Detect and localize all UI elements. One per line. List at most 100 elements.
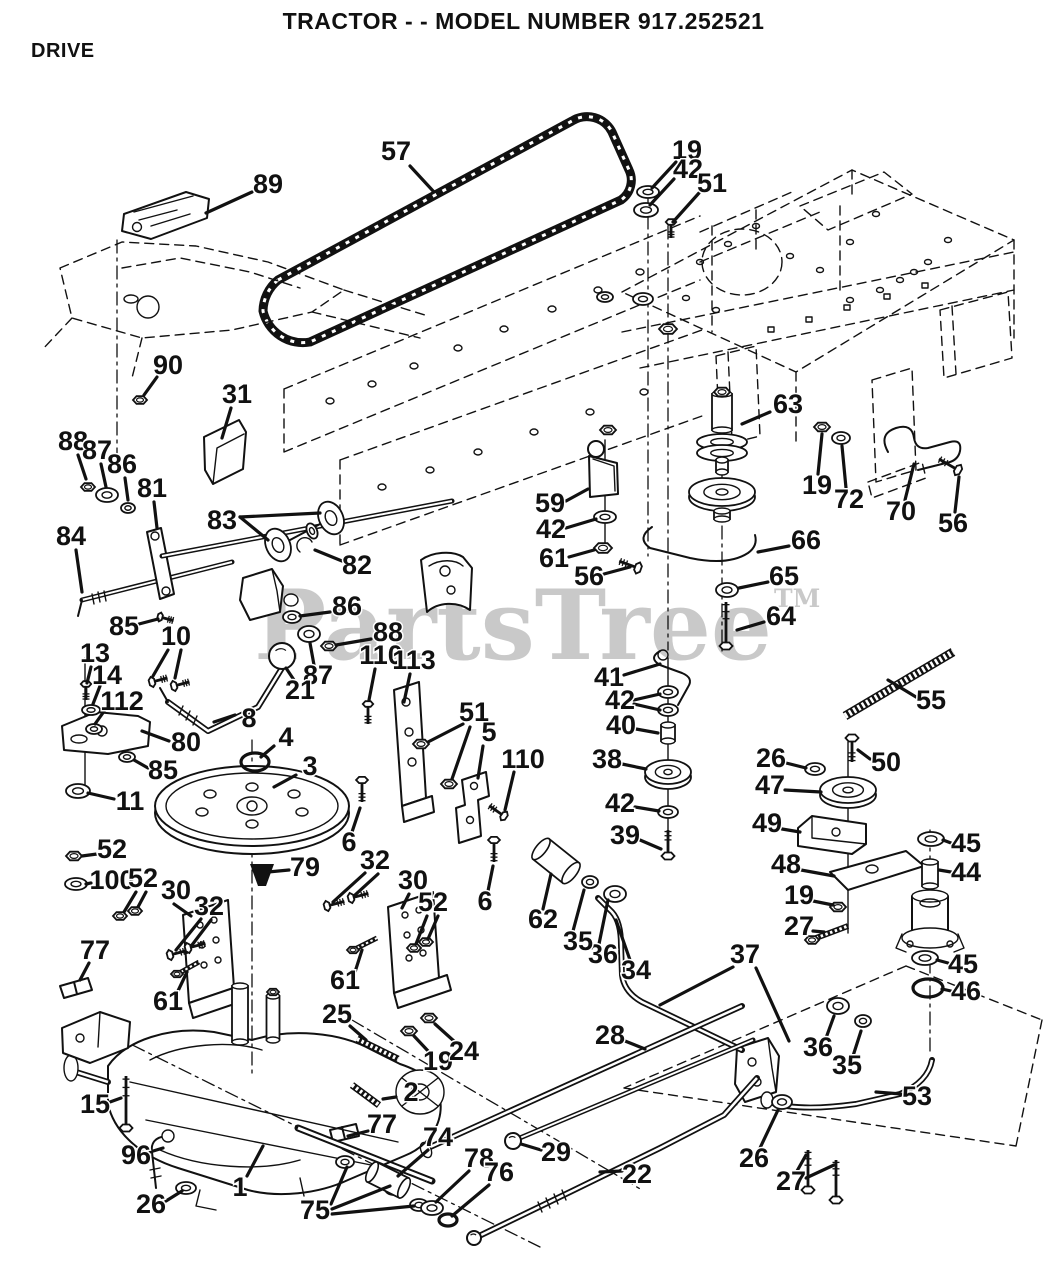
part-bolt-79 (828, 1160, 844, 1205)
callout-48: 48 (771, 849, 801, 879)
callout-85: 85 (148, 755, 178, 785)
callout-83: 83 (207, 505, 237, 535)
part-washer-29 (65, 783, 91, 799)
leader-line-46 (940, 987, 953, 993)
part-nut-37 (411, 738, 431, 750)
part-bolt-89 (346, 890, 369, 905)
callout-31: 31 (222, 379, 252, 409)
leader-line-21 (284, 666, 296, 682)
leader-line-6 (350, 806, 362, 834)
leader-line-5 (476, 744, 485, 780)
part-bolt-33 (169, 678, 191, 693)
callout-30: 30 (161, 875, 191, 905)
callout-59: 59 (535, 488, 565, 518)
leader-line-42 (564, 517, 598, 530)
leader-line-66 (756, 544, 791, 554)
part-nut-90 (111, 911, 129, 921)
leader-line-51 (671, 191, 701, 224)
callout-51: 51 (697, 168, 727, 198)
part-pulley-67 (644, 759, 692, 790)
callout-63: 63 (773, 389, 803, 419)
callout-2: 2 (403, 1077, 418, 1107)
leader-line-34 (614, 918, 632, 962)
leader-line-39 (638, 838, 663, 851)
callout-21: 21 (285, 675, 315, 705)
part-washer-103 (305, 522, 319, 540)
part-washer-12 (657, 685, 679, 699)
part-washer-46 (335, 1155, 355, 1169)
callout-78: 78 (464, 1143, 494, 1173)
leader-line-75 (329, 1165, 349, 1206)
part-washer-4 (596, 291, 614, 303)
leader-line-100 (84, 881, 93, 886)
callout-55: 55 (916, 685, 946, 715)
part-spring-65 (355, 1035, 400, 1063)
callout-56: 56 (938, 508, 968, 538)
callout-5: 5 (481, 717, 496, 747)
part-washer-24 (95, 487, 119, 503)
callout-47: 47 (755, 770, 785, 800)
bracket-58 (420, 551, 473, 613)
part-nut-93 (417, 937, 435, 947)
leader-line-89 (204, 190, 254, 215)
part-bolt-63 (618, 558, 643, 575)
diagram-linework (41, 112, 1043, 1248)
leader-line-55 (886, 678, 918, 699)
leader-line-30 (400, 892, 411, 910)
leader-line-41 (622, 662, 662, 677)
leader-line-64 (735, 620, 766, 632)
part-bolt-57 (718, 602, 734, 651)
callout-26: 26 (756, 743, 786, 773)
callout-32: 32 (360, 845, 390, 875)
leader-line-27 (811, 929, 826, 934)
leader-line-52 (426, 914, 440, 941)
caster-housing (895, 889, 965, 953)
leader-line-37 (754, 966, 791, 1043)
part-nut-36 (319, 640, 339, 652)
part-ball-53 (504, 1132, 522, 1150)
leader-line-96 (148, 1146, 165, 1154)
part-washer-16 (804, 762, 826, 776)
pivot-block (239, 568, 299, 621)
part-bolt-39 (487, 803, 509, 822)
leader-line-36 (597, 898, 610, 946)
callout-25: 25 (322, 999, 352, 1029)
leader-line-45 (935, 958, 950, 965)
part-bolt-87 (183, 940, 206, 955)
part-spool-76 (265, 992, 281, 1044)
leader-line-62 (541, 872, 553, 911)
callout-19: 19 (802, 470, 832, 500)
part-washer-27 (81, 704, 101, 716)
callout-27: 27 (784, 911, 814, 941)
callout-56: 56 (574, 561, 604, 591)
leader-line-82 (313, 548, 344, 563)
callout-45: 45 (948, 949, 978, 979)
leader-line-75 (330, 1184, 392, 1211)
leader-line-59 (564, 487, 590, 503)
wire-41 (653, 649, 691, 706)
part-washer-102 (317, 500, 345, 536)
leader-line-83 (238, 515, 270, 542)
leader-line-110 (503, 770, 516, 812)
callout-70: 70 (886, 496, 916, 526)
leader-line-85 (137, 617, 160, 626)
part-bolt-42 (486, 836, 502, 862)
part-nut-10 (592, 542, 614, 554)
leader-line-57 (408, 164, 436, 194)
callout-80: 80 (171, 727, 201, 757)
part-washer-22 (64, 877, 88, 891)
leader-line-37 (658, 965, 735, 1007)
leader-line-86 (298, 610, 332, 618)
callout-52: 52 (97, 834, 127, 864)
page-title: TRACTOR - - MODEL NUMBER 917.252521 (282, 8, 765, 34)
part-bolt-32 (147, 674, 169, 689)
part-spring-82 (179, 959, 201, 975)
part-bolt-61 (844, 733, 860, 762)
callout-41: 41 (594, 662, 624, 692)
axle-shaft (294, 1124, 436, 1185)
callout-100: 100 (89, 865, 134, 895)
callout-76: 76 (484, 1157, 514, 1187)
part-cyl-74 (364, 1160, 412, 1200)
